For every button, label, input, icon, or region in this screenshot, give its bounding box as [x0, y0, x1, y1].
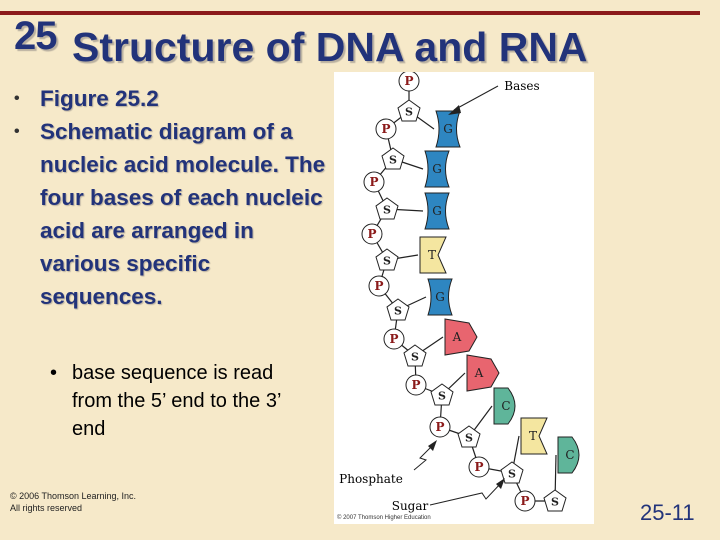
base-letter: A [474, 366, 484, 380]
nucleotide-base-shape [557, 436, 580, 474]
base-letter: C [565, 448, 574, 462]
sugar-letter: S [465, 432, 473, 445]
label-phosphate: Phosphate [339, 472, 403, 486]
nucleotide-base-shape [424, 192, 450, 230]
phosphate-letter: P [474, 460, 483, 474]
sugar-letter: S [551, 496, 559, 509]
sub-bullet-item: • base sequence is read from the 5’ end … [50, 359, 312, 443]
bases-arrow-line [453, 85, 499, 111]
sugar-arrowhead [496, 478, 505, 489]
sugar-ring [430, 383, 454, 406]
phosphate-group [514, 490, 536, 512]
bullet-text: Schematic diagram of a nucleic acid mole… [40, 119, 326, 309]
sugar-ring [397, 99, 421, 122]
phosphate-group [361, 223, 383, 245]
phosphate-letter: P [369, 175, 378, 189]
nucleotide-base-shape [419, 236, 447, 274]
phosphate-group [468, 456, 490, 478]
base-letter: G [432, 204, 442, 218]
bases-arrowhead [448, 105, 461, 115]
phosphate-letter: P [404, 74, 413, 88]
base-letter: T [529, 429, 537, 443]
label-sugar: Sugar [392, 499, 429, 513]
copyright-line: All rights reserved [10, 503, 83, 513]
label-bases: Bases [504, 79, 539, 93]
phosphate-arrow-line [413, 443, 435, 471]
phosphate-group [375, 118, 397, 140]
nucleic-acid-diagram: GGGTGAACTCPPPPPPPPPPSSSSSSSSSSBasesPhosp… [339, 72, 580, 513]
sugar-letter: S [389, 154, 397, 167]
bullet-glyph: • [14, 90, 20, 107]
nucleotide-base-shape [435, 110, 461, 148]
sub-bullet-list: • base sequence is read from the 5’ end … [50, 359, 312, 443]
phosphate-group [383, 328, 405, 350]
sugar-letter: S [411, 351, 419, 364]
phosphate-group [405, 374, 427, 396]
phosphate-group [429, 416, 451, 438]
sugar-ring [457, 425, 481, 448]
phosphate-letter: P [520, 494, 529, 508]
phosphate-letter: P [381, 122, 390, 136]
phosphate-letter: P [374, 279, 383, 293]
sub-bullet-text: base sequence is read from the 5’ end to… [72, 362, 281, 440]
sugar-letter: S [438, 390, 446, 403]
sugar-letter: S [383, 204, 391, 217]
copyright-line: © 2006 Thomson Learning, Inc. [10, 491, 137, 501]
base-letter: C [501, 399, 510, 413]
nucleotide-base-shape [520, 417, 548, 455]
phosphate-group [363, 171, 385, 193]
base-letter: A [452, 330, 462, 344]
sugar-ring [375, 197, 399, 220]
base-letter: G [432, 162, 442, 176]
sugar-ring [543, 489, 567, 512]
nucleotide-base-shape [493, 387, 516, 425]
nucleotide-base-shape [444, 318, 478, 356]
bullet-list: • Figure 25.2 • Schematic diagram of a n… [14, 82, 334, 313]
base-letter: G [435, 290, 445, 304]
sugar-ring [381, 147, 405, 170]
sugar-letter: S [394, 305, 402, 318]
phosphate-letter: P [367, 227, 376, 241]
title-rule [0, 11, 700, 15]
bullet-glyph: • [14, 123, 20, 140]
sugar-letter: S [508, 468, 516, 481]
figure-credit: © 2007 Thomson Higher Education [337, 515, 431, 521]
nucleotide-base-shape [424, 150, 450, 188]
bullet-item: • Schematic diagram of a nucleic acid mo… [14, 115, 334, 313]
sugar-ring [375, 248, 399, 271]
chapter-number: 25 [14, 14, 57, 58]
phosphate-letter: P [389, 332, 398, 346]
sugar-ring [500, 461, 524, 484]
phosphate-group [368, 275, 390, 297]
base-letter: T [428, 248, 436, 262]
slide-title: Structure of DNA and RNA [72, 24, 588, 70]
page-number: 25-11 [640, 500, 695, 525]
sugar-letter: S [405, 106, 413, 119]
phosphate-letter: P [411, 378, 420, 392]
base-letter: G [443, 122, 453, 136]
bullet-text: Figure 25.2 [40, 86, 159, 111]
phosphate-arrowhead [428, 440, 437, 451]
bullet-glyph: • [50, 362, 58, 384]
sugar-arrow-line [429, 481, 503, 506]
copyright: © 2006 Thomson Learning, Inc. All rights… [10, 490, 136, 514]
phosphate-group [398, 72, 420, 92]
sugar-ring [403, 344, 427, 367]
phosphate-letter: P [435, 420, 444, 434]
sugar-ring [386, 298, 410, 321]
nucleotide-base-shape [427, 278, 453, 316]
bullet-item: • Figure 25.2 [14, 82, 334, 115]
nucleotide-base-shape [466, 354, 500, 392]
sugar-letter: S [383, 255, 391, 268]
